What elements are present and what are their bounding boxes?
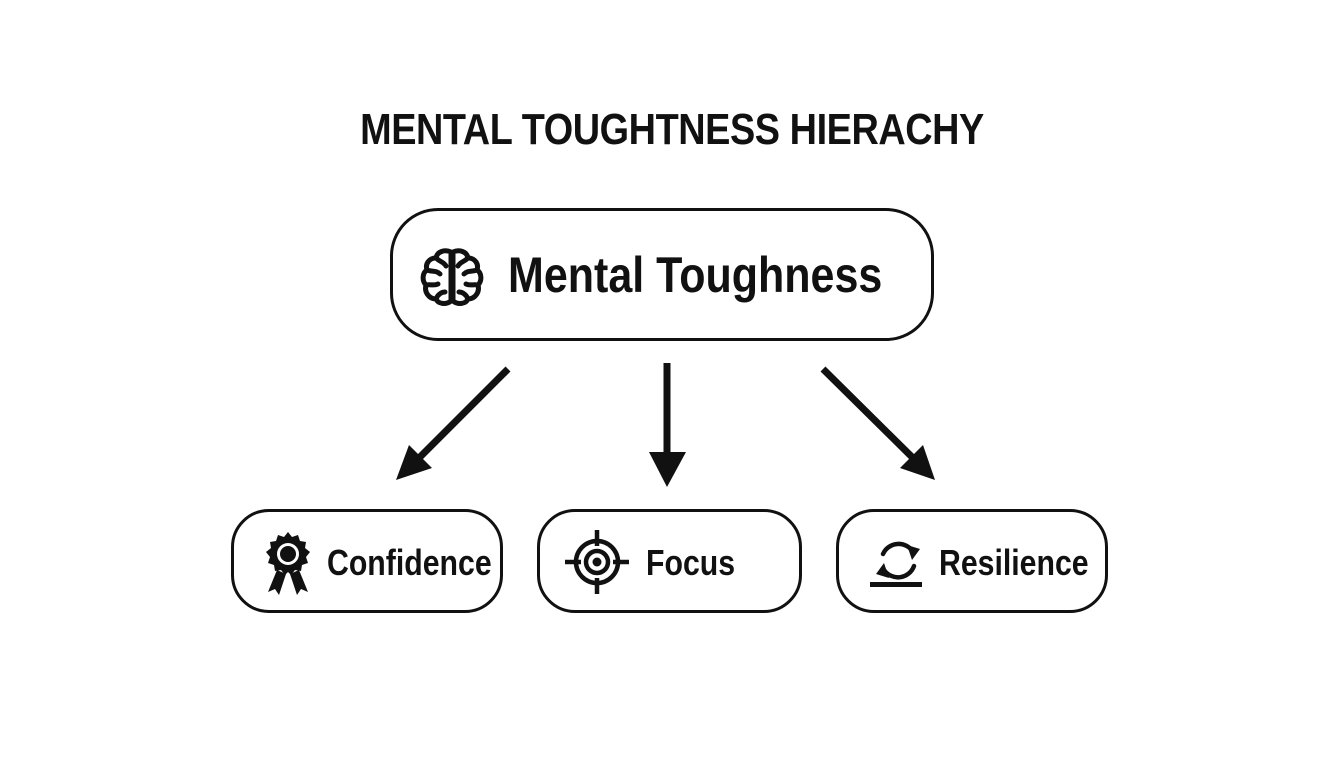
child-node-label-resilience: Resilience — [939, 542, 1089, 583]
recover-cycle-icon — [870, 541, 922, 587]
target-crosshair-icon — [565, 530, 629, 594]
diagram-title: MENTAL TOUGHTNESS HIERACHY — [360, 105, 984, 154]
child-node-focus: Focus — [537, 509, 802, 613]
brain-icon — [420, 248, 484, 306]
child-node-resilience: Resilience — [836, 509, 1108, 613]
arrow-to-resilience — [820, 366, 935, 480]
child-node-label-confidence: Confidence — [327, 542, 492, 583]
child-node-confidence: Confidence — [231, 509, 503, 613]
root-node-mental-toughness: Mental Toughness — [390, 208, 934, 341]
award-ribbon-icon — [266, 532, 310, 595]
child-node-label-focus: Focus — [646, 542, 736, 583]
root-node-label: Mental Toughness — [508, 247, 883, 303]
arrow-to-focus — [649, 363, 686, 487]
arrow-to-confidence — [396, 366, 511, 480]
